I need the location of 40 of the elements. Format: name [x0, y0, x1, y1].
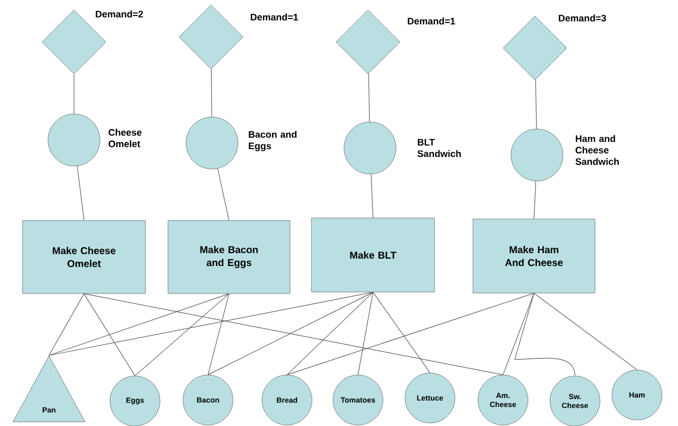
connector — [368, 73, 370, 122]
process-box: Make Ham And Cheese — [472, 218, 596, 294]
node-caption: Bacon and Eggs — [248, 130, 296, 152]
node-caption: BLT Sandwich — [417, 138, 461, 158]
connector — [84, 293, 136, 376]
connector — [535, 79, 537, 130]
node-caption: Demand=1 — [408, 18, 456, 24]
connector — [370, 174, 374, 218]
process-box: Make Bacon and Eggs — [168, 220, 290, 294]
circle — [48, 114, 100, 166]
node-caption: Demand=3 — [558, 14, 606, 22]
connector — [217, 168, 230, 221]
decision-diamond — [178, 4, 244, 70]
connector — [514, 292, 576, 376]
connector — [286, 292, 534, 376]
node-caption: Cheese Omelet — [108, 128, 142, 148]
connector — [502, 292, 534, 376]
process-box: Make Cheese Omelet — [22, 220, 146, 294]
connector — [208, 293, 230, 376]
node-caption: Demand=1 — [250, 14, 298, 20]
connector — [534, 292, 638, 370]
connector — [48, 293, 84, 356]
circle — [510, 128, 564, 182]
connector — [48, 293, 230, 356]
connector — [76, 166, 84, 221]
circle — [186, 116, 238, 170]
connector — [372, 292, 430, 374]
connector — [358, 292, 374, 376]
process-box: Make BLT — [311, 218, 435, 292]
node-caption: Demand=2 — [96, 10, 143, 18]
connector — [286, 292, 374, 376]
connector — [84, 293, 504, 376]
decision-diamond — [336, 10, 400, 74]
connector — [208, 292, 374, 376]
connector — [134, 293, 230, 376]
circle — [344, 122, 396, 174]
node-caption: Ham and Cheese Sandwich — [575, 135, 619, 165]
connector — [48, 292, 374, 356]
connector — [534, 180, 536, 220]
connector — [211, 68, 212, 118]
